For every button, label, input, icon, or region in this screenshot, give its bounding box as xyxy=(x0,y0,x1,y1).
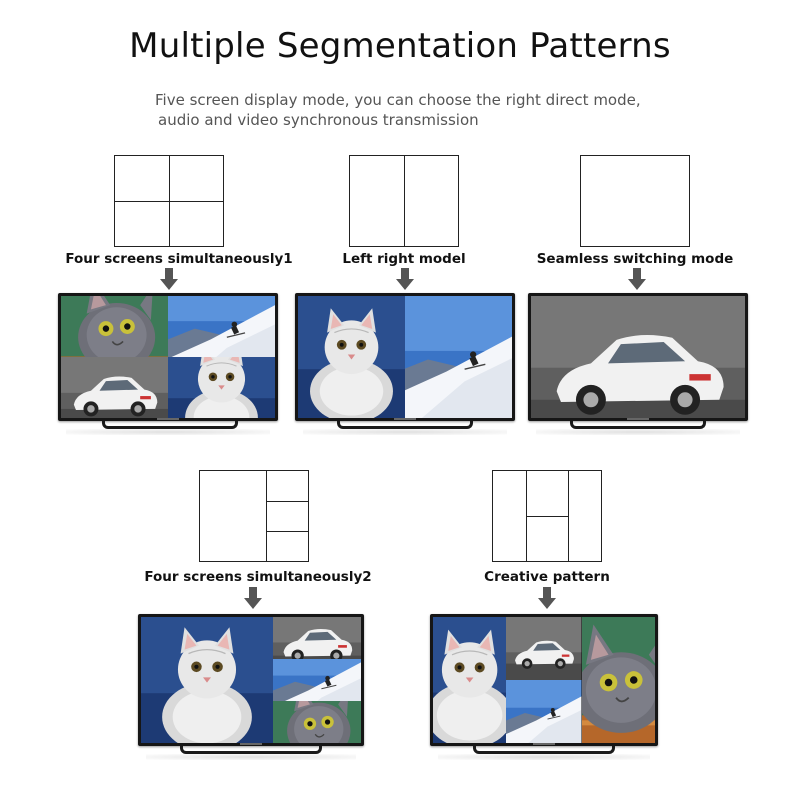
subtitle-line-1: Five screen display mode, you can choose… xyxy=(155,91,641,109)
tv-screen-single xyxy=(531,296,745,418)
down-arrow-icon xyxy=(538,587,556,611)
pane-white-cat xyxy=(298,296,405,418)
pattern-diagram-creative xyxy=(492,470,602,562)
mode-label-quad: Four screens simultaneously1 xyxy=(65,251,293,267)
pane-skier xyxy=(273,659,361,701)
television-icon xyxy=(138,614,364,760)
pattern-diagram-quad xyxy=(114,155,224,247)
pane-grey-cat xyxy=(61,296,168,357)
pane-skier xyxy=(405,296,512,418)
tv-screen-quad xyxy=(61,296,275,418)
mode-label-split: Left right model xyxy=(342,251,466,267)
down-arrow-icon xyxy=(244,587,262,611)
tv-screen-split xyxy=(298,296,512,418)
pane-grey-cat xyxy=(582,617,655,743)
down-arrow-icon xyxy=(160,268,178,292)
pane-skier xyxy=(506,680,581,743)
pattern-diagram-split xyxy=(349,155,459,247)
pane-white-cat xyxy=(433,617,506,743)
pane-white-cat xyxy=(141,617,273,743)
mode-label-creative: Creative pattern xyxy=(484,569,610,585)
subtitle-line-2: audio and video synchronous transmission xyxy=(158,111,479,129)
page-title: Multiple Segmentation Patterns xyxy=(129,26,671,66)
television-icon xyxy=(58,293,278,435)
tv-screen-creative xyxy=(433,617,655,743)
mode-label-one-plus-three: Four screens simultaneously2 xyxy=(144,569,372,585)
television-icon xyxy=(430,614,658,760)
down-arrow-icon xyxy=(396,268,414,292)
pane-grey-cat xyxy=(273,701,361,743)
down-arrow-icon xyxy=(628,268,646,292)
television-icon xyxy=(295,293,515,435)
pattern-diagram-one-plus-three xyxy=(199,470,309,562)
pattern-diagram-single xyxy=(580,155,690,247)
pane-car xyxy=(531,296,745,418)
pane-car xyxy=(61,357,168,418)
pane-white-cat xyxy=(168,357,275,418)
page-subtitle: Five screen display mode, you can choose… xyxy=(155,90,675,130)
mode-label-single: Seamless switching mode xyxy=(536,251,734,267)
tv-screen-one-plus-three xyxy=(141,617,361,743)
pane-skier xyxy=(168,296,275,357)
pane-car xyxy=(273,617,361,659)
pane-car xyxy=(506,617,581,680)
television-icon xyxy=(528,293,748,435)
